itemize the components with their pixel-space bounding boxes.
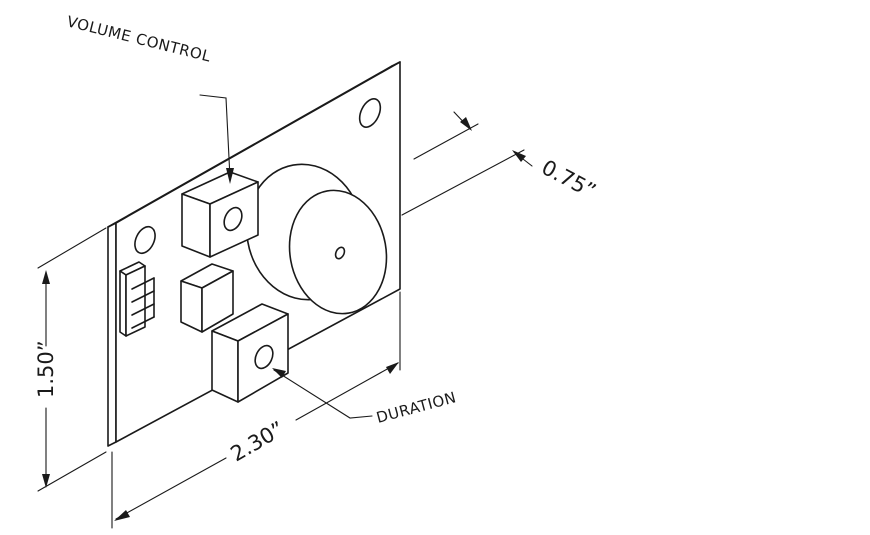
volume-control-callout: VOLUME CONTROL: [65, 12, 234, 184]
connector-header: [119, 261, 155, 337]
duration-potentiometer: [211, 303, 289, 403]
depth-dimension-label: 0.75”: [538, 155, 600, 203]
board-top-edge: [107, 65, 393, 228]
volume-control-potentiometer: [181, 171, 259, 258]
height-dimension: 1.50”: [34, 227, 107, 492]
depth-dimension: 0.75”: [401, 111, 600, 216]
mounting-hole-left: [134, 225, 156, 255]
height-dimension-label: 1.50”: [34, 340, 58, 398]
volume-control-label: VOLUME CONTROL: [65, 12, 213, 65]
small-component: [180, 263, 234, 333]
buzzer-cylinder: [245, 163, 388, 315]
board-edge: [107, 222, 117, 447]
buzzer-front: [288, 189, 388, 315]
buzzer-center-hole: [334, 246, 346, 260]
mounting-hole-top-right: [358, 98, 382, 128]
width-dimension-label: 2.30”: [227, 417, 289, 467]
duration-label: DURATION: [374, 388, 458, 427]
